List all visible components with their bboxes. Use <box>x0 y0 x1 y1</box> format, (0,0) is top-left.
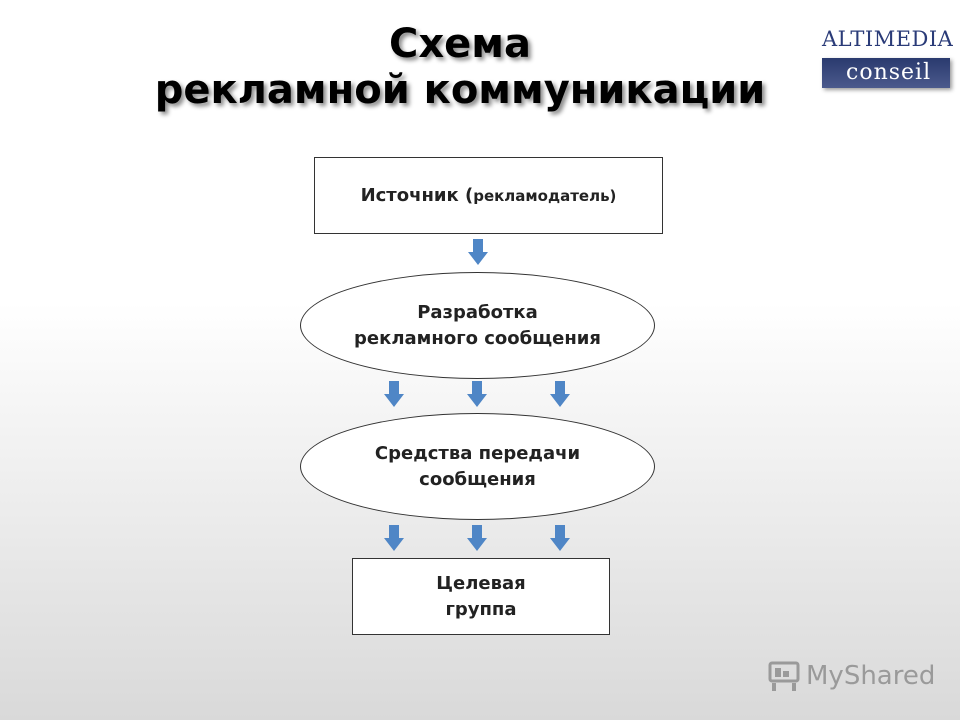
media-ellipse: Средства передачи сообщения <box>300 413 655 520</box>
down-arrow-icon <box>384 381 404 407</box>
target-box: Целевая группа <box>352 558 610 635</box>
target-line-1: Целевая <box>436 572 526 594</box>
message-ellipse: Разработка рекламного сообщения <box>300 272 655 379</box>
title-line-2: рекламной коммуникации <box>154 67 766 113</box>
down-arrow-icon <box>467 381 487 407</box>
altimedia-logo: ALTIMEDIA conseil <box>818 24 954 96</box>
logo-bar: conseil <box>822 58 950 88</box>
message-line-1: Разработка <box>417 301 538 323</box>
source-box: Источник (рекламодатель) <box>314 157 663 234</box>
message-line-2: рекламного сообщения <box>354 327 601 349</box>
watermark-text: MyShared <box>806 661 936 691</box>
down-arrow-icon <box>550 525 570 551</box>
target-line-2: группа <box>445 598 517 620</box>
source-main-text: Источник ( <box>360 184 474 206</box>
media-line-1: Средства передачи <box>374 442 581 464</box>
down-arrow-icon <box>467 525 487 551</box>
myshared-watermark: MyShared <box>768 656 935 696</box>
media-line-2: сообщения <box>419 468 536 490</box>
logo-subbrand: conseil <box>846 60 932 85</box>
title-line-1: Схема <box>389 21 531 67</box>
logo-brand: ALTIMEDIA <box>822 27 954 51</box>
source-label: Источник (рекламодатель) <box>361 183 617 209</box>
down-arrow-icon <box>384 525 404 551</box>
presentation-icon <box>768 661 800 691</box>
down-arrow-icon <box>468 239 488 265</box>
down-arrow-icon <box>550 381 570 407</box>
source-detail-text: рекламодатель) <box>473 186 617 205</box>
